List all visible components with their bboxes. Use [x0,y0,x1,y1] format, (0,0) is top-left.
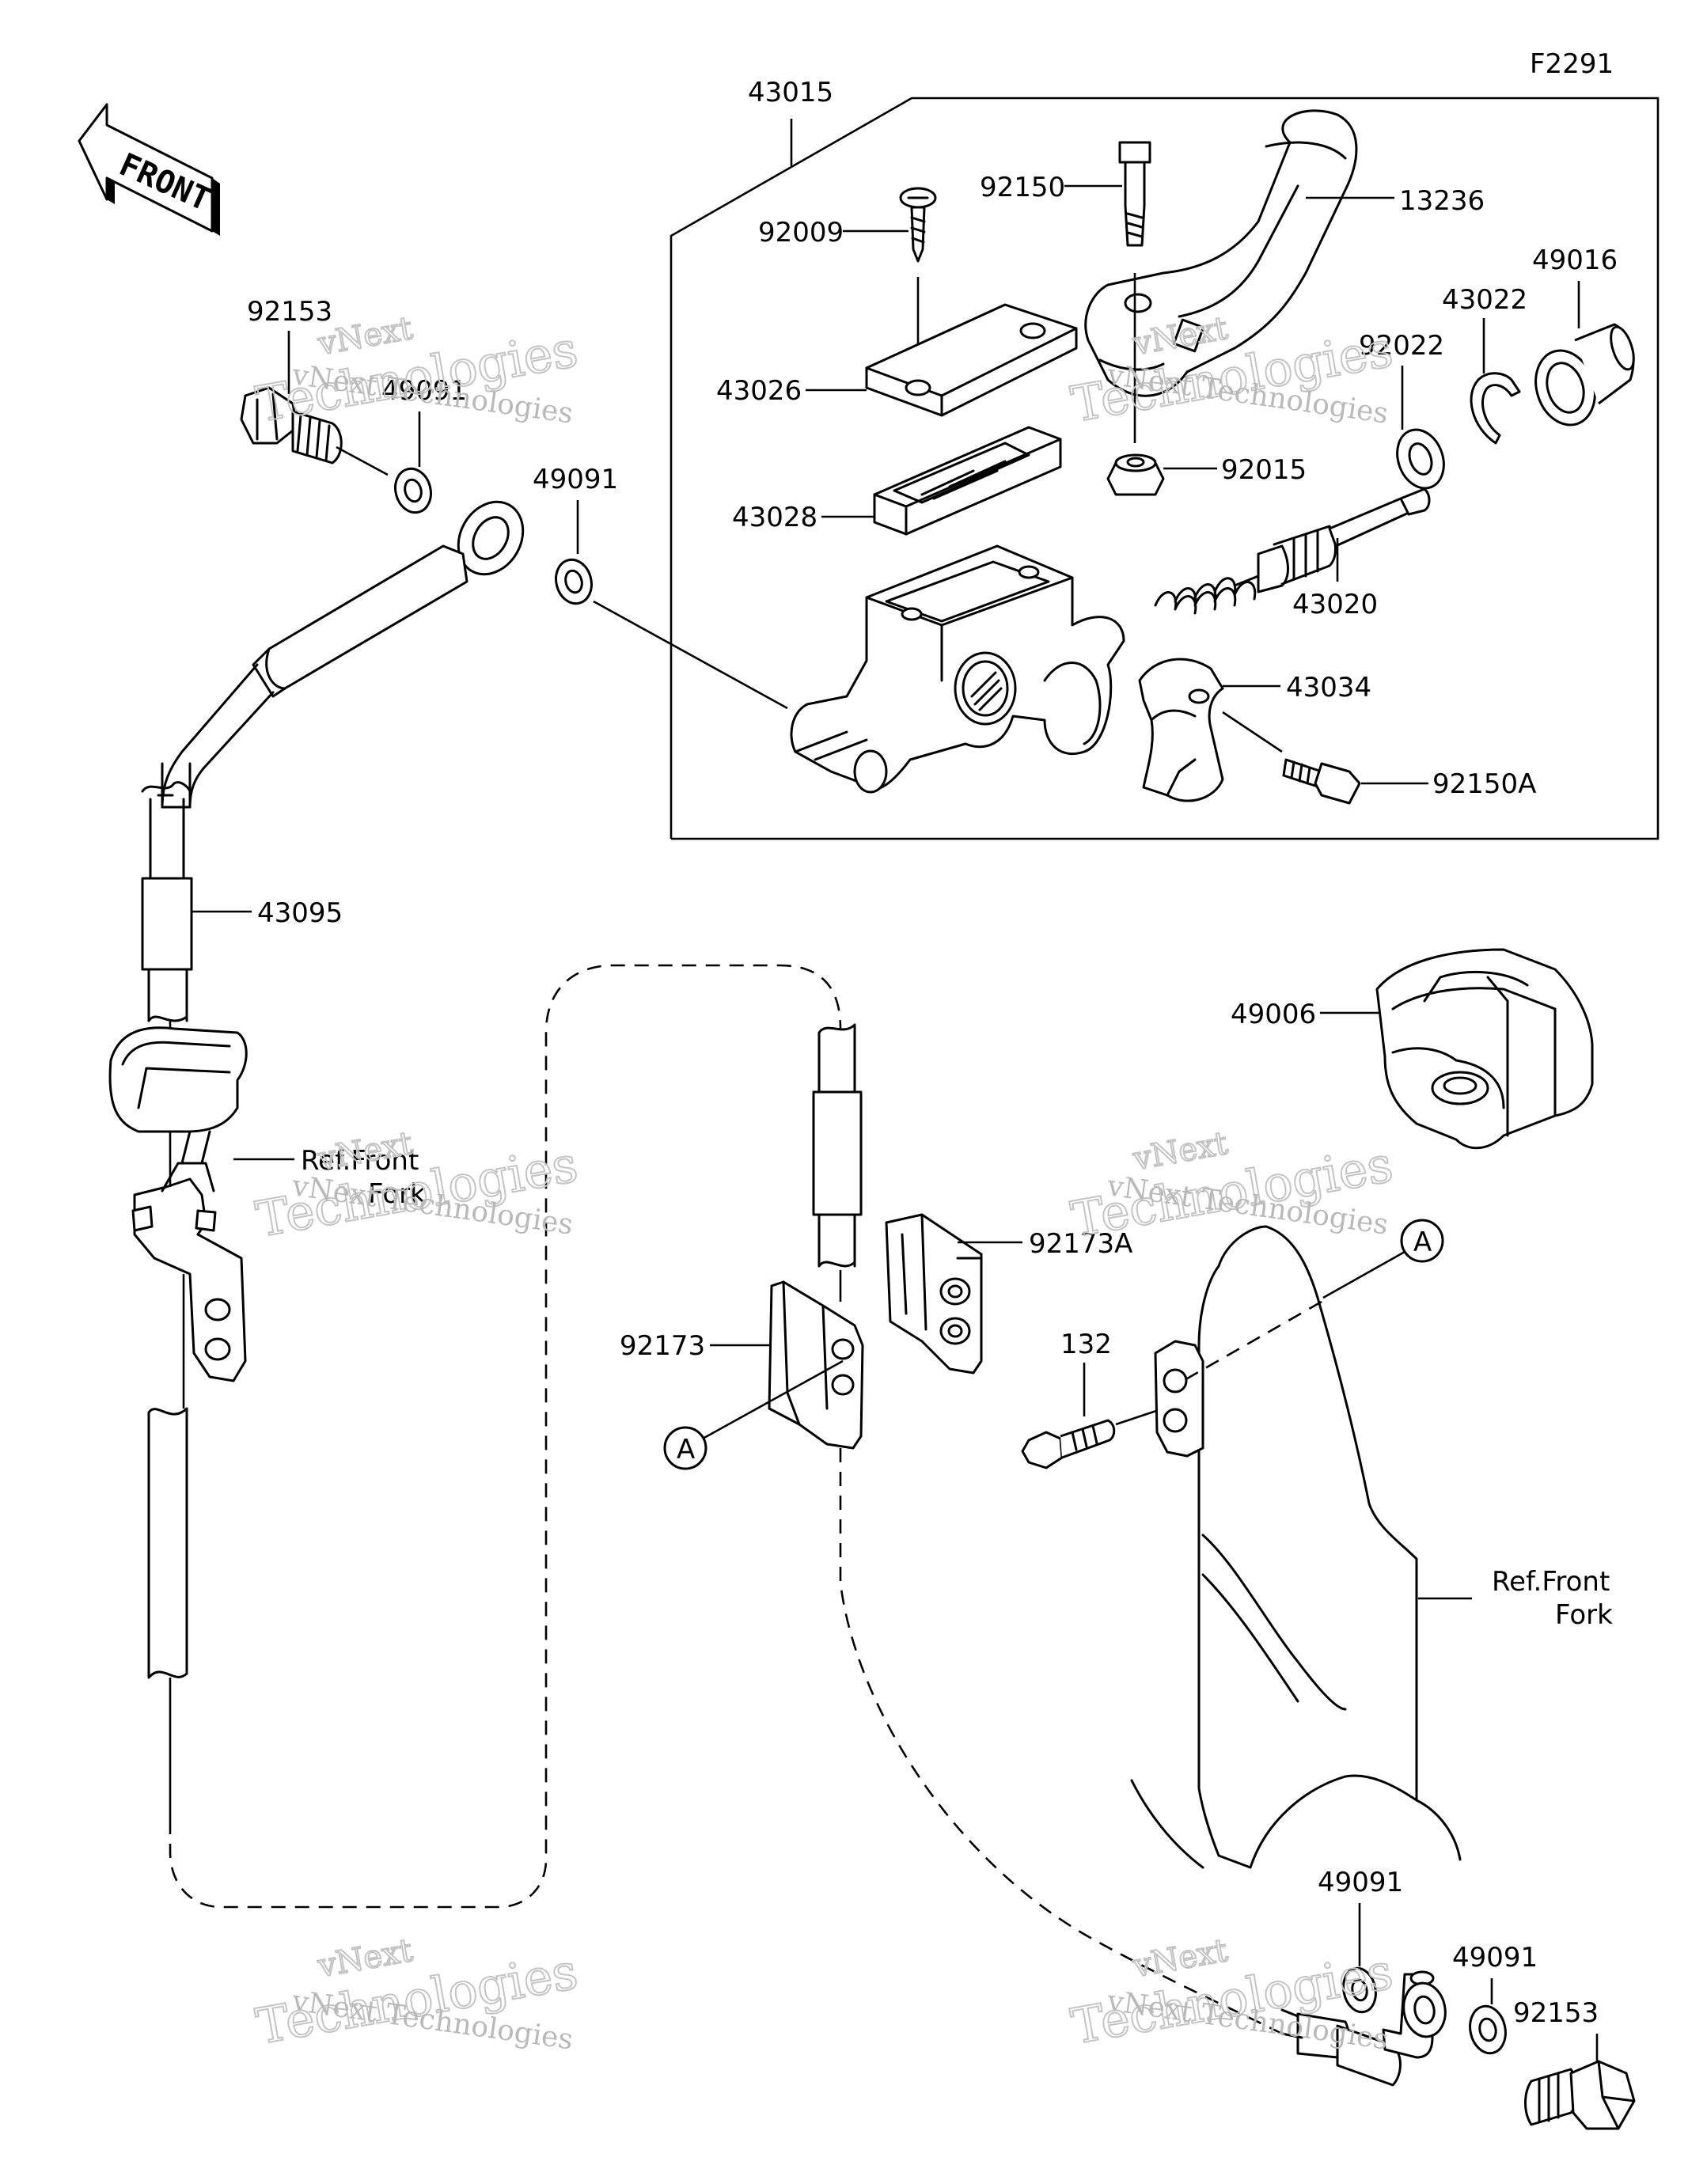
callout-92022: 92022 [1359,330,1444,362]
master-cylinder-icon [790,544,1125,794]
washer-top-b-icon [555,558,593,605]
hose-clamp-92173A-icon [885,1213,983,1374]
marker-a-right-label: A [1413,1227,1432,1258]
ref-front-fork-right-1: Ref.Front [1492,1566,1610,1598]
pivot-nut-icon [1106,453,1165,496]
piston-spring-icon [1154,487,1431,615]
hose-routing-dashed [169,964,1283,2035]
figure-code: F2291 [1530,48,1614,80]
callout-132: 132 [1060,1329,1112,1360]
washer-92022-icon [1396,428,1445,490]
marker-a-right: A [1182,1219,1444,1382]
clutch-hose-center-icon [812,1023,863,1302]
diaphragm-icon [873,426,1062,536]
washer-bottom-a-icon [1342,1966,1377,2014]
banjo-bolt-bottom-icon [1524,2060,1636,2130]
callout-13236: 13236 [1399,185,1485,217]
callout-49091-top-a: 49091 [381,375,467,407]
banjo-bolt-top-icon [240,386,343,464]
callout-43022: 43022 [1442,284,1527,316]
callout-49016: 49016 [1532,245,1618,276]
washer-bottom-b-icon [1469,2004,1507,2055]
handlebar-clamp-icon [1138,658,1224,802]
clutch-lever-icon [1084,109,1358,397]
lever-pivot-bolt-icon [1118,141,1151,247]
callout-92009: 92009 [758,217,844,248]
front-fork-icon [1130,1225,1472,1869]
circlip-icon [1470,372,1521,445]
dust-boot-icon [1534,323,1635,427]
clutch-hose-icon [141,500,525,1679]
callout-92173: 92173 [620,1330,705,1362]
clamp-bolt-icon [1282,758,1361,805]
reservoir-cap-icon [865,303,1078,417]
callout-43015: 43015 [748,77,833,108]
callout-49091-bottom-a: 49091 [1318,1867,1403,1898]
marker-a-left: A [663,1359,844,1470]
callout-49006: 49006 [1231,999,1316,1030]
cap-screw-icon [899,187,937,263]
callout-43034: 43034 [1286,672,1371,703]
ref-front-fork-left-2: Fork [368,1178,426,1210]
lever-cover-icon [1375,948,1594,1150]
callout-43095: 43095 [257,897,343,929]
callout-92153-top: 92153 [247,296,332,328]
ref-front-fork-left-1: Ref.Front [301,1145,419,1177]
callout-92015: 92015 [1221,454,1307,486]
washer-top-a-icon [394,467,432,514]
callout-92150A: 92150A [1432,768,1536,800]
banjo-fitting-bottom-icon [1280,1970,1447,2087]
hose-guide-left-icon [108,1026,248,1409]
assembly-43015-frame [670,97,1660,840]
callout-92150: 92150 [980,172,1065,203]
callout-49091-top-b: 49091 [533,464,618,495]
callout-49091-bottom-b: 49091 [1452,1942,1538,1974]
front-arrow-icon: FRONT [78,103,220,236]
ref-front-fork-right-2: Fork [1555,1599,1613,1631]
callout-43026: 43026 [716,375,802,407]
hose-clamp-92173-icon [768,1280,864,1450]
clamp-bolt-132-icon [1021,1419,1116,1469]
marker-a-left-label: A [677,1434,695,1465]
callout-92173A: 92173A [1029,1228,1132,1260]
callout-43020: 43020 [1292,589,1378,620]
callout-43028: 43028 [732,502,817,533]
callout-92153-bottom: 92153 [1513,1997,1599,2029]
